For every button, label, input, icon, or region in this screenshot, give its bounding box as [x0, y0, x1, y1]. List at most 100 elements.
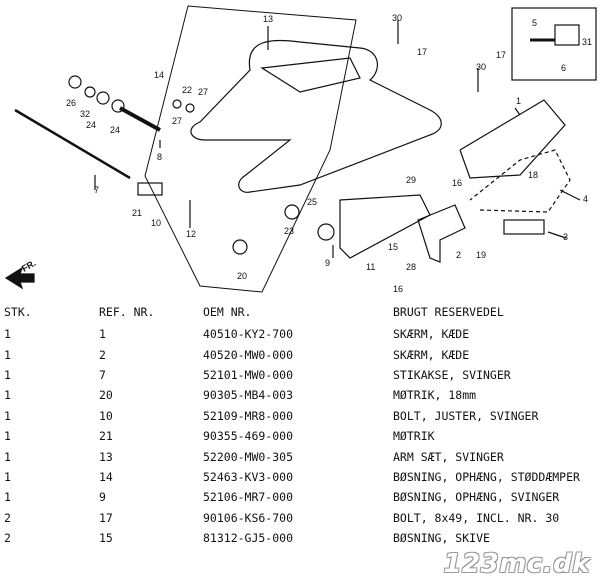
cell-oem: 52109-MR8-000 [203, 408, 294, 423]
cell-qty: 1 [4, 388, 11, 403]
callout-32: 32 [80, 109, 90, 119]
cell-name: STIKAKSE, SVINGER [393, 367, 511, 382]
pivot-collar [119, 106, 161, 132]
callout-12: 12 [186, 229, 196, 239]
washer-27 [185, 103, 195, 113]
callout-17b: 17 [496, 50, 506, 60]
bushing-9 [317, 223, 335, 241]
callout-31: 31 [582, 37, 592, 47]
bearing-32 [84, 86, 96, 98]
table-row: 1 1 40510-KY2-700 SKÆRM, KÆDE [0, 324, 600, 344]
callout-15: 15 [388, 242, 398, 252]
table-row: 1 13 52200-MW0-305 ARM SÆT, SVINGER [0, 446, 600, 466]
callout-28: 28 [406, 262, 416, 272]
callout-30b: 30 [476, 62, 486, 72]
callout-30: 30 [392, 13, 402, 23]
callout-8: 8 [157, 152, 162, 162]
cell-ref: 15 [99, 531, 113, 546]
callout-16: 16 [452, 178, 462, 188]
detail-box [511, 7, 597, 81]
table-row: 1 7 52101-MW0-000 STIKAKSE, SVINGER [0, 365, 600, 385]
chain-slider [339, 194, 431, 259]
cell-oem: 81312-GJ5-000 [203, 531, 294, 546]
pivot-axle [14, 108, 131, 180]
cell-qty: 1 [4, 408, 11, 423]
bearing-24b [111, 99, 125, 113]
front-direction-arrow [4, 266, 35, 290]
bearing-26 [68, 75, 82, 89]
site-watermark: 123mc.dk [443, 549, 590, 579]
callout-19: 19 [476, 250, 486, 260]
callout-17: 17 [417, 47, 427, 57]
table-row: 1 10 52109-MR8-000 BOLT, JUSTER, SVINGER [0, 406, 600, 426]
callout-13: 13 [263, 14, 273, 24]
cell-ref: 20 [99, 388, 113, 403]
cell-qty: 1 [4, 490, 11, 505]
cell-oem: 52101-MW0-000 [203, 367, 294, 382]
callout-6: 6 [561, 63, 566, 73]
cell-name: BOLT, JUSTER, SVINGER [393, 408, 539, 423]
table-row: 1 21 90355-469-000 MØTRIK [0, 426, 600, 446]
parts-table: STK. REF. NR. OEM NR. BRUGT RESERVEDEL 1… [0, 300, 600, 548]
callout-labels: 1 2 3 4 5 6 7 8 9 10 11 12 13 14 15 16 1… [20, 13, 592, 294]
callout-20: 20 [237, 271, 247, 281]
swingarm-crossbrace [260, 57, 361, 93]
table-row: 1 20 90305-MB4-003 MØTRIK, 18mm [0, 385, 600, 405]
direction-label: FR. [20, 258, 38, 274]
cell-oem: 52106-MR7-000 [203, 490, 294, 505]
cell-name: SKÆRM, KÆDE [393, 327, 470, 342]
cell-qty: 1 [4, 367, 11, 382]
cell-qty: 1 [4, 429, 11, 444]
callout-23: 23 [284, 226, 294, 236]
header-name: BRUGT RESERVEDEL [393, 305, 504, 319]
cell-name: MØTRIK [393, 429, 435, 444]
swingarm-outline-box [144, 5, 357, 293]
chain-link-set [503, 219, 545, 235]
chain-guard-1 [459, 99, 566, 179]
cell-oem: 90106-KS6-700 [203, 510, 294, 525]
header-qty: STK. [4, 305, 32, 319]
cell-ref: 17 [99, 510, 113, 525]
adjuster-bolt-10 [137, 182, 163, 196]
cell-name: ARM SÆT, SVINGER [393, 449, 504, 464]
cell-ref: 9 [99, 490, 106, 505]
cell-name: BØSNING, OPHÆNG, STØDDÆMPER [393, 469, 580, 484]
callout-24b: 24 [86, 120, 96, 130]
header-oem: OEM NR. [203, 305, 252, 319]
callout-11: 11 [366, 262, 375, 272]
cell-ref: 14 [99, 469, 113, 484]
nut-20 [232, 239, 248, 255]
table-row: 2 15 81312-GJ5-000 BØSNING, SKIVE [0, 528, 600, 548]
table-row: 1 14 52463-KV3-000 BØSNING, OPHÆNG, STØD… [0, 467, 600, 487]
cell-qty: 2 [4, 531, 11, 546]
callout-4: 4 [583, 194, 588, 204]
table-row: 2 17 90106-KS6-700 BOLT, 8x49, INCL. NR.… [0, 508, 600, 528]
header-ref: REF. NR. [99, 305, 155, 319]
cell-name: SKÆRM, KÆDE [393, 347, 470, 362]
parts-table-header: STK. REF. NR. OEM NR. BRUGT RESERVEDEL [0, 300, 600, 324]
callout-9: 9 [325, 258, 330, 268]
swingarm-arm [190, 39, 442, 193]
drive-chain [469, 149, 571, 213]
cell-qty: 1 [4, 469, 11, 484]
chain-guard-2 [417, 204, 466, 263]
cell-qty: 1 [4, 347, 11, 362]
cell-ref: 7 [99, 367, 106, 382]
callout-18: 18 [528, 170, 538, 180]
cell-oem: 90305-MB4-003 [203, 388, 294, 403]
cell-qty: 1 [4, 327, 11, 342]
cell-ref: 10 [99, 408, 113, 423]
cell-qty: 2 [4, 510, 11, 525]
cell-oem: 52200-MW0-305 [203, 449, 294, 464]
cell-qty: 1 [4, 449, 11, 464]
table-row: 1 9 52106-MR7-000 BØSNING, OPHÆNG, SVING… [0, 487, 600, 507]
cell-name: BØSNING, SKIVE [393, 531, 490, 546]
cell-name: MØTRIK, 18mm [393, 388, 477, 403]
callout-2: 2 [456, 250, 461, 260]
callout-26: 26 [66, 98, 76, 108]
callout-24: 24 [110, 125, 120, 135]
cell-ref: 13 [99, 449, 113, 464]
bushing-23 [284, 204, 300, 220]
callout-7: 7 [94, 185, 99, 195]
cell-name: BØSNING, OPHÆNG, SVINGER [393, 490, 560, 505]
